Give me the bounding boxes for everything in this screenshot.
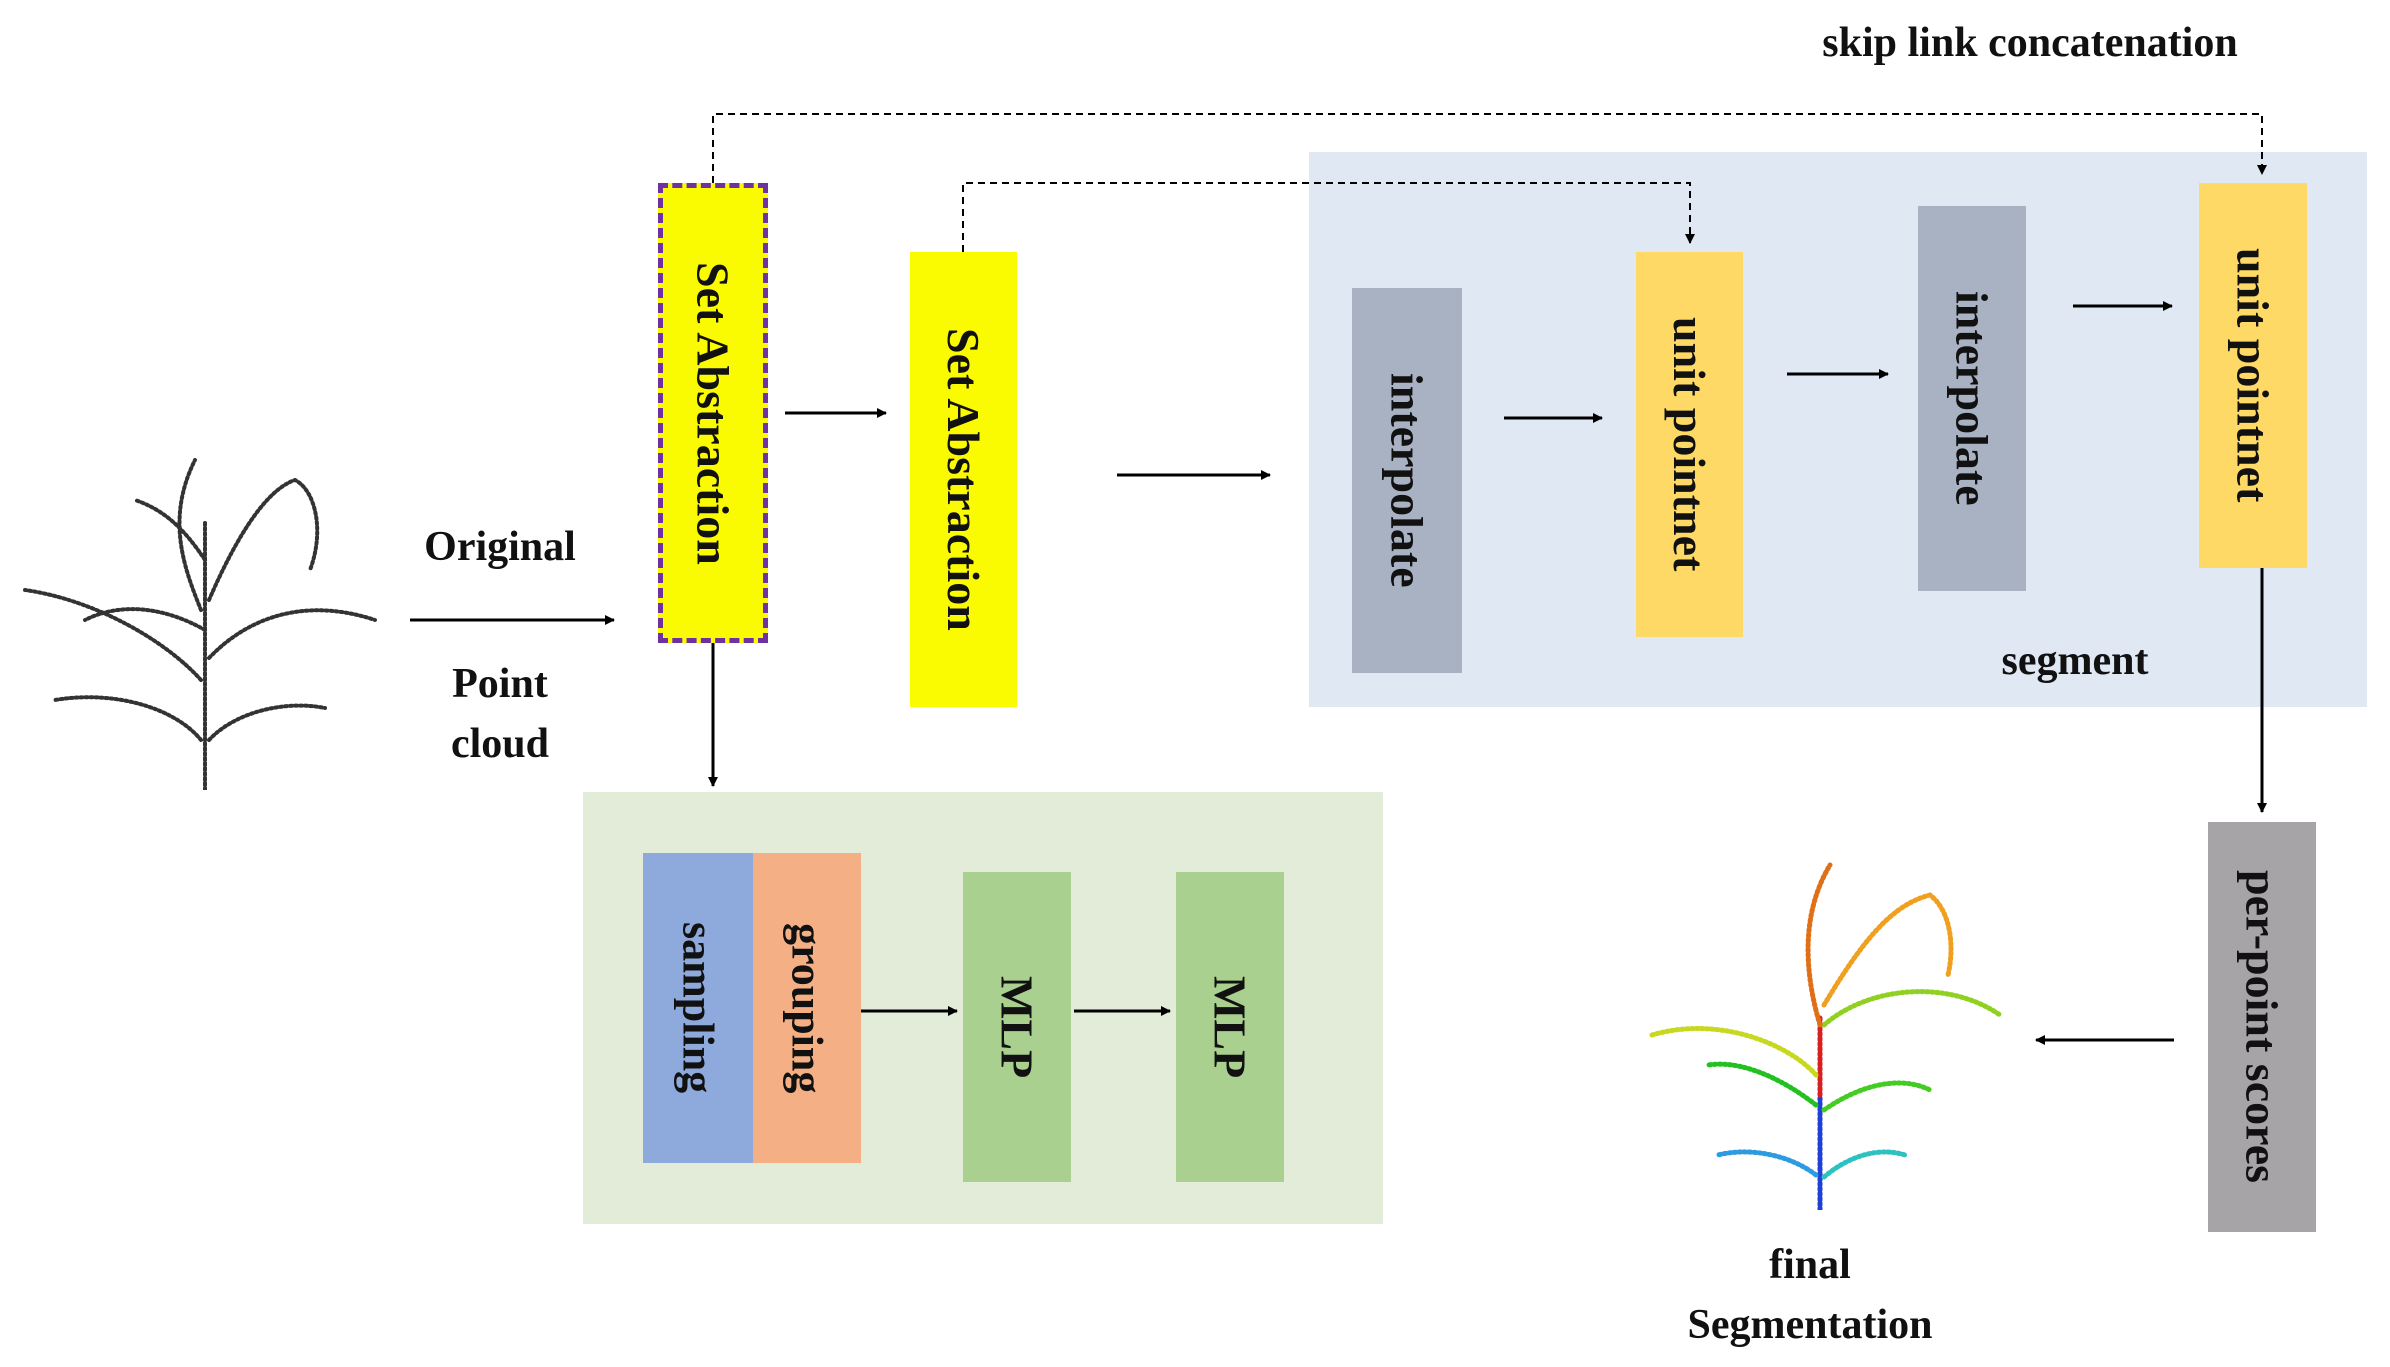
- final-label: final: [1769, 1242, 1851, 1288]
- sampling-block: sampling: [643, 853, 753, 1163]
- unit-pointnet-block-1: unit pointnet: [1636, 252, 1743, 637]
- per-point-scores-block: per-point scores: [2208, 822, 2316, 1232]
- segmented-plant-icon: [1649, 862, 2003, 1210]
- grouping-block: grouping: [753, 853, 861, 1163]
- set-abstraction-block-1: Set Abstraction: [658, 183, 768, 643]
- unit-pointnet-1-label: unit pointnet: [1664, 317, 1715, 572]
- skip-link-inner: [962, 182, 1695, 252]
- interpolate-block-1: interpolate: [1352, 288, 1462, 673]
- segmentation-label: Segmentation: [1687, 1302, 1933, 1348]
- interpolate-1-label: interpolate: [1381, 373, 1433, 588]
- mlp-2-label: MLP: [1204, 975, 1256, 1079]
- mlp-block-1: MLP: [963, 872, 1071, 1182]
- interpolate-2-label: interpolate: [1946, 291, 1998, 506]
- mlp-block-2: MLP: [1176, 872, 1284, 1182]
- skip-link-label: skip link concatenation: [1822, 20, 2238, 66]
- mlp-1-label: MLP: [991, 975, 1043, 1079]
- point-label: Point: [452, 661, 548, 707]
- grouping-label: grouping: [782, 922, 832, 1094]
- original-label: Original: [424, 524, 576, 570]
- unit-pointnet-2-label: unit pointnet: [2227, 248, 2279, 503]
- cloud-label: cloud: [450, 721, 550, 767]
- segment-label: segment: [2001, 638, 2149, 684]
- skip-link-outer: [712, 113, 2267, 183]
- segment-panel: [1309, 152, 2367, 707]
- set-abstraction-2-label: Set Abstraction: [938, 328, 989, 631]
- plant-point-cloud-icon: [23, 458, 377, 790]
- interpolate-block-2: interpolate: [1918, 206, 2026, 591]
- per-point-scores-label: per-point scores: [2236, 870, 2288, 1184]
- sampling-label: sampling: [673, 922, 723, 1094]
- set-abstraction-block-2: Set Abstraction: [910, 252, 1017, 707]
- set-abstraction-1-label: Set Abstraction: [687, 261, 739, 565]
- unit-pointnet-block-2: unit pointnet: [2199, 183, 2307, 568]
